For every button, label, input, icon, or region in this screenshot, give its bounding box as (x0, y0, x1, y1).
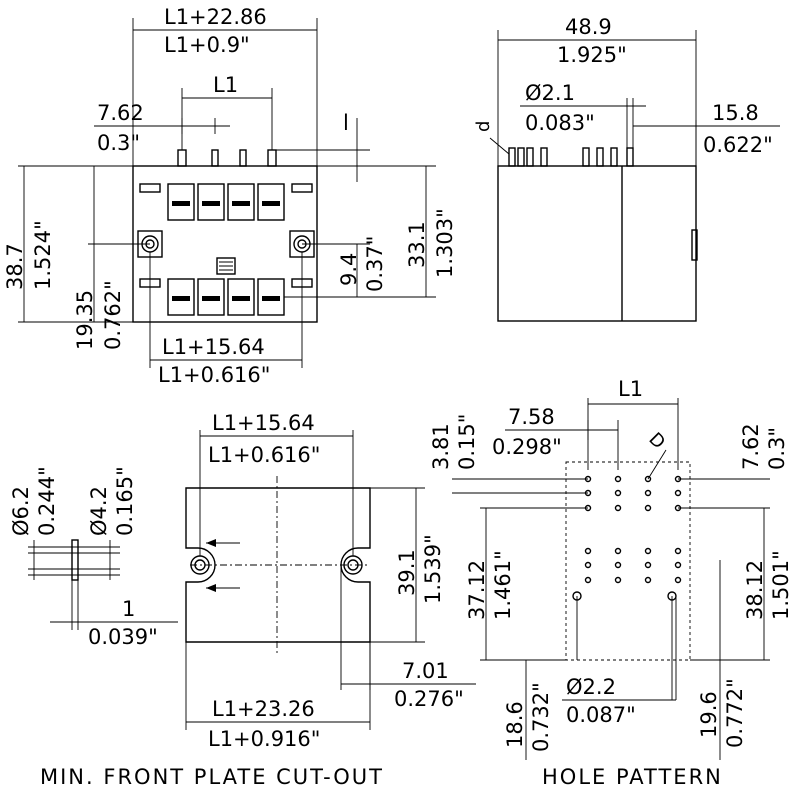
hole-pitch-label: L1 (618, 377, 643, 401)
hole-peg-diameter-in: 0.087" (566, 703, 636, 727)
hole-pattern-upper-holes (584, 475, 682, 512)
washer-thickness-in: 0.039" (88, 625, 158, 649)
front-overall-width-in: L1+0.9" (164, 33, 250, 57)
cutout-caption: MIN. FRONT PLATE CUT-OUT (40, 765, 384, 789)
front-upper-contacts (167, 183, 285, 221)
hole-left-height-in: 1.461" (491, 550, 515, 620)
front-top-pins (177, 149, 277, 167)
front-offset-mm: 7.62 (97, 101, 144, 125)
cutout-top-width-mm: L1+15.64 (212, 411, 315, 435)
side-pin-diameter-mm: Ø2.1 (525, 81, 575, 105)
side-pins (508, 147, 634, 167)
front-screw-span-in: L1+0.616" (158, 363, 270, 387)
cutout-side-offset-in: 0.276" (394, 687, 464, 711)
washer-inner-diameter-mm: Ø4.2 (87, 486, 111, 536)
hole-label: D (644, 429, 669, 454)
front-pitch-label: L1 (213, 73, 238, 97)
washer-view: Ø6.2 0.244" Ø4.2 0.165" 1 0.039" (9, 466, 178, 649)
front-mid-offset-mm: 9.4 (337, 253, 361, 286)
hole-row-gap-mm: 3.81 (429, 423, 453, 470)
side-pin-label: d (473, 121, 494, 132)
hole-pattern-caption: HOLE PATTERN (542, 765, 723, 789)
washer-outer-diameter-in: 0.244" (35, 466, 59, 536)
hole-pattern-outline (565, 461, 691, 661)
hole-row-gap-in: 0.15" (455, 414, 479, 470)
front-screw-span-mm: L1+15.64 (162, 335, 265, 359)
washer-outer-diameter-mm: Ø6.2 (9, 486, 33, 536)
front-center-height-in: 0.762" (101, 280, 125, 350)
hole-pattern-view: L1 7.58 0.298" D 3.81 0.15" 7.62 0.3" 37… (429, 377, 793, 789)
washer-outline (71, 539, 79, 581)
front-offset-in: 0.3" (97, 131, 140, 155)
front-lower-contacts (167, 278, 285, 316)
logo-mark (216, 257, 236, 275)
hole-left-height-mm: 37.12 (465, 560, 489, 620)
hole-peg-diameter-mm: Ø2.2 (566, 675, 616, 699)
front-height-mm: 38.7 (3, 243, 27, 290)
side-pin-diameter-in: 0.083" (525, 111, 595, 135)
hole-pattern-lower-holes (584, 547, 682, 584)
side-depth-in: 1.925" (557, 43, 627, 67)
front-slot (291, 183, 313, 193)
hole-left-base-in: 0.732" (529, 682, 553, 752)
cutout-height-in: 1.539" (421, 534, 445, 604)
side-pin-depth-in: 0.622" (703, 133, 773, 157)
side-depth-mm: 48.9 (565, 15, 612, 39)
side-body-outline (497, 165, 697, 322)
hole-right-base-mm: 19.6 (697, 691, 721, 738)
hole-right-height-in: 1.501" (769, 550, 793, 620)
hole-left-base-mm: 18.6 (503, 701, 527, 748)
hole-right-gap-mm: 7.62 (739, 423, 763, 470)
front-height-in: 1.524" (31, 220, 55, 290)
cutout-height-mm: 39.1 (395, 549, 419, 596)
front-center-height-mm: 19.35 (73, 290, 97, 350)
washer-thickness-mm: 1 (122, 597, 135, 621)
side-pin-depth-mm: 15.8 (712, 101, 759, 125)
hole-col-offset-in: 0.298" (492, 435, 562, 459)
front-mid-offset-in: 0.37" (363, 236, 387, 292)
front-body-height-mm: 33.1 (405, 221, 429, 268)
cutout-view: L1+15.64 L1+0.616" 39.1 1.539" 7.01 0.27… (40, 411, 476, 789)
cutout-top-width-in: L1+0.616" (208, 443, 320, 467)
front-view: L1+22.86 L1+0.9" L1 7.62 0.3" l 38.7 1.5… (3, 5, 457, 387)
front-slot (139, 183, 161, 193)
hole-right-gap-in: 0.3" (765, 427, 789, 470)
hole-right-base-in: 0.772" (723, 678, 747, 748)
hole-col-offset-mm: 7.58 (508, 405, 555, 429)
side-view: 48.9 1.925" Ø2.1 0.083" 15.8 0.622" d (473, 15, 780, 322)
front-pin-length-label: l (343, 111, 349, 135)
cutout-bottom-width-mm: L1+23.26 (212, 697, 315, 721)
front-body-height-in: 1.303" (433, 208, 457, 278)
hole-right-height-mm: 38.12 (743, 560, 767, 620)
washer-inner-diameter-in: 0.165" (113, 466, 137, 536)
cutout-side-offset-mm: 7.01 (402, 659, 449, 683)
front-overall-width-mm: L1+22.86 (164, 5, 267, 29)
cutout-bottom-width-in: L1+0.916" (208, 727, 320, 751)
